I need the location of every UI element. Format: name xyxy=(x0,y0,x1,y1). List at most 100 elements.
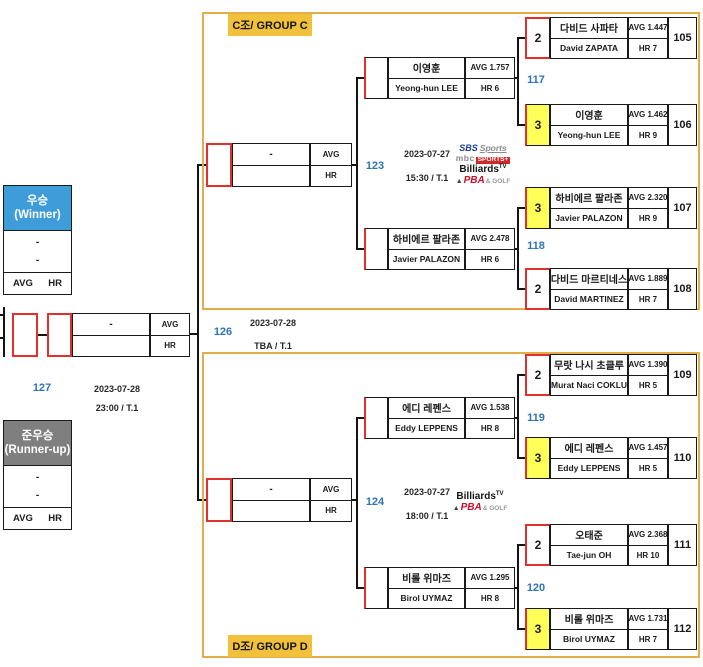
groupc-final-score-box xyxy=(206,143,232,187)
winner-title-ko: 우승 xyxy=(26,194,49,207)
final-bracket-line xyxy=(189,333,198,335)
final-score-box xyxy=(47,313,72,357)
groupc-final-name-box: - xyxy=(232,143,310,187)
semifinal-date: 2023-07-28 xyxy=(249,318,297,328)
groupd-final-stats-box: AVG HR xyxy=(310,478,352,522)
player-name-ko: 오태준 xyxy=(551,525,627,546)
connector-line xyxy=(352,164,358,166)
player-stats-box: AVG 1.889 HR 7 xyxy=(628,268,668,310)
mbc-sports-text: SPORTS+ xyxy=(475,156,511,164)
runnerup-box: 준우승 (Runner-up) - - AVG HR xyxy=(3,420,72,530)
hr-label: HR xyxy=(48,513,62,524)
groupd-final-time: 18:00 / T.1 xyxy=(405,511,449,521)
player-seed-box: 3 xyxy=(525,437,550,479)
player-name-en: Javier PALAZON xyxy=(392,254,461,265)
group-c-outline xyxy=(202,12,700,310)
player-seed-box: 2 xyxy=(525,524,550,566)
connector-line xyxy=(358,248,366,250)
match-no-127: 127 xyxy=(32,382,52,394)
groupd-semi1-name-box: 에디 레펜스 Eddy LEPPENS xyxy=(388,397,465,439)
runnerup-header: 준우승 (Runner-up) xyxy=(4,421,71,466)
player-name-box: 다비드 마르티네스 David MARTINEZ xyxy=(550,268,628,310)
player-stats-box: AVG 1.447 HR 7 xyxy=(628,17,668,59)
avg-label: AVG xyxy=(311,479,351,501)
player-avg: AVG 1.447 xyxy=(629,18,667,39)
pba-golf-logo: ▲PBA& GOLF xyxy=(452,501,508,513)
connector-line xyxy=(514,248,518,250)
groupc-semi1-stats-box: AVG 1.757 HR 6 xyxy=(465,57,515,99)
match-no-120: 120 xyxy=(526,582,546,594)
player-name-ko: 다비드 사파타 xyxy=(551,18,627,39)
player-stats-box: AVG 2.320 HR 9 xyxy=(628,187,668,229)
pba-flame-icon: ▲ xyxy=(452,504,460,512)
player-name-ko: 다비드 마르티네스 xyxy=(551,269,627,290)
connector-line xyxy=(519,37,526,39)
connector-line xyxy=(517,207,519,290)
player-name-box: 오태준 Tae-jun OH xyxy=(550,524,628,566)
final-feed-score-box xyxy=(12,313,38,357)
connector-line xyxy=(356,77,358,250)
player-avg: AVG 1.757 xyxy=(466,58,514,79)
winner-box: 우승 (Winner) - - AVG HR xyxy=(3,185,72,295)
tv-text: TV xyxy=(498,163,507,170)
runnerup-stats-row: AVG HR xyxy=(4,507,71,529)
connector-line xyxy=(514,417,518,419)
connector-line xyxy=(352,499,358,501)
final-stats-box: AVG HR xyxy=(150,313,190,357)
player-hr: HR 5 xyxy=(638,463,658,473)
final-name-bottom xyxy=(73,336,149,357)
player-stats-box: AVG 1.731 HR 7 xyxy=(628,608,668,650)
connector-line xyxy=(358,77,366,79)
connector-line xyxy=(514,587,518,589)
groupd-final-name-box: - xyxy=(232,478,310,522)
player-seed-box: 2 xyxy=(525,354,550,396)
final-date: 2023-07-28 xyxy=(93,384,141,394)
groupc-semi1-score-box xyxy=(364,57,388,99)
player-stats-box: AVG 1.462 HR 9 xyxy=(628,104,668,146)
player-seed-box: 2 xyxy=(525,17,550,59)
groupd-semi1-score-box xyxy=(364,397,388,439)
groupc-final-name-top: - xyxy=(233,144,309,166)
groupc-final-stats-box: AVG HR xyxy=(310,143,352,187)
player-avg: AVG 1.462 xyxy=(629,105,667,126)
winner-body: - - xyxy=(4,231,71,272)
final-hr-label: HR xyxy=(164,341,176,351)
golf-text: & GOLF xyxy=(482,504,508,512)
groupc-semi2-stats-box: AVG 2.478 HR 6 xyxy=(465,228,515,270)
final-time: 23:00 / T.1 xyxy=(95,403,139,413)
player-avg: AVG 1.295 xyxy=(466,568,514,589)
groupc-semi2-score-box xyxy=(364,228,388,270)
player-avg: AVG 2.478 xyxy=(466,229,514,250)
player-name-box: 비롤 위마즈 Birol UYMAZ xyxy=(550,608,628,650)
player-name-en: Birol UYMAZ xyxy=(400,593,453,604)
winner-stats-row: AVG HR xyxy=(4,272,71,294)
player-name-box: 이영훈 Yeong-hun LEE xyxy=(550,104,628,146)
player-hr: HR 9 xyxy=(638,130,658,140)
player-stats-box: AVG 2.368 HR 10 xyxy=(628,524,668,566)
connector-line xyxy=(519,628,526,630)
connector-line xyxy=(519,124,526,126)
groupd-semi2-score-box xyxy=(364,567,388,609)
player-avg: AVG 1.390 xyxy=(629,355,667,376)
player-hr: HR 7 xyxy=(638,294,658,304)
groupc-final-date: 2023-07-27 xyxy=(403,149,451,159)
groupd-final-name-top: - xyxy=(233,479,309,501)
match-no-126: 126 xyxy=(213,326,233,338)
player-seed-box: 3 xyxy=(525,187,550,229)
player-seed-box: 3 xyxy=(525,104,550,146)
mbc-logo-text: mbc xyxy=(455,153,475,164)
groupc-semi2-name-box: 하비에르 팔라존 Javier PALAZON xyxy=(388,228,465,270)
sbs-sports-text: Sports xyxy=(479,143,507,154)
player-name-ko: 하비에르 팔라존 xyxy=(551,188,627,209)
pba-text: PBA xyxy=(460,501,482,513)
player-code-box: 112 xyxy=(668,608,697,650)
pba-text: PBA xyxy=(463,174,485,186)
winner-header: 우승 (Winner) xyxy=(4,186,71,231)
player-name-box: 에디 레펜스 Eddy LEPPENS xyxy=(550,437,628,479)
connector-line xyxy=(517,544,519,630)
player-hr: HR 6 xyxy=(480,83,500,93)
match-no-118: 118 xyxy=(527,240,545,252)
final-left-line xyxy=(0,337,5,339)
